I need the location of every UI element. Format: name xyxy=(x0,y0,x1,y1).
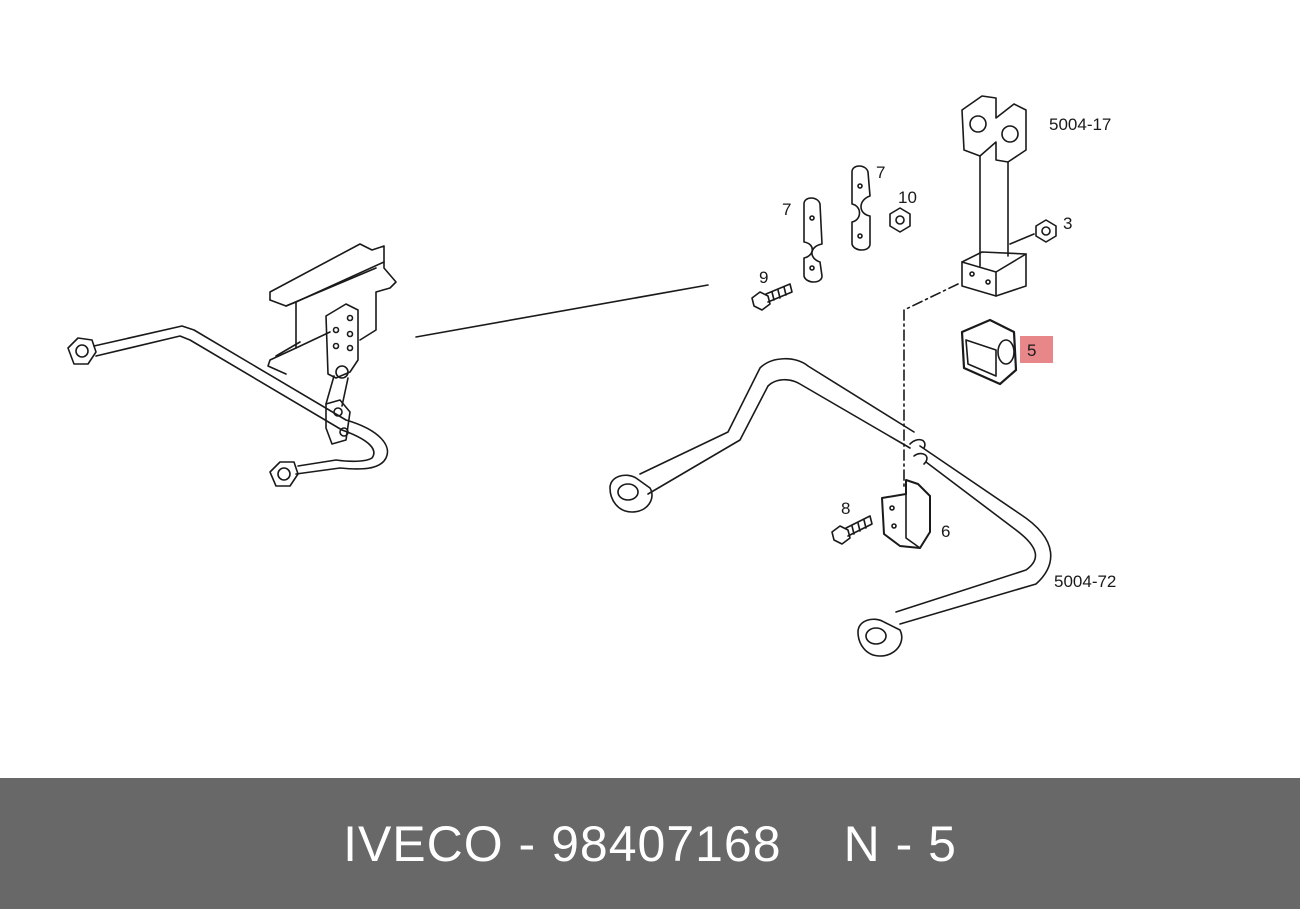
diagram-area: 5004-17 5004-72 3 5 6 7 7 8 9 10 xyxy=(67,95,1117,657)
bushing-5 xyxy=(960,318,1018,386)
left-stabilizer-assembly xyxy=(67,243,709,487)
plate-7-right xyxy=(851,165,871,251)
footer-bar: IVECO - 98407168 N - 5 xyxy=(0,778,1300,909)
callout-8: 8 xyxy=(841,499,850,518)
nut-10 xyxy=(889,207,911,233)
exploded-parts-diagram: 5004-17 5004-72 3 5 6 7 7 8 9 10 xyxy=(67,95,1116,657)
label-5004-72: 5004-72 xyxy=(1054,572,1116,591)
callout-3: 3 xyxy=(1063,214,1072,233)
callout-5: 5 xyxy=(1027,341,1036,360)
bar-break-mark xyxy=(909,438,928,465)
assembly-leader-line xyxy=(415,284,709,338)
footer-caption: IVECO - 98407168 N - 5 xyxy=(343,815,957,873)
nut-3 xyxy=(1009,219,1057,245)
bracket-to-clamp-leader xyxy=(903,283,959,491)
left-stabilizer-bar xyxy=(93,325,389,475)
callout-7-right: 7 xyxy=(876,163,885,182)
callout-5-highlight xyxy=(1020,336,1053,363)
right-bar-eye-lower xyxy=(857,618,903,657)
bolt-8 xyxy=(831,515,873,545)
bolt-9 xyxy=(751,283,793,311)
callout-10: 10 xyxy=(898,188,917,207)
part-number-text: IVECO - 98407168 xyxy=(343,815,782,872)
bracket-5004-17 xyxy=(961,95,1027,297)
right-bar-eye-left xyxy=(609,474,653,513)
callout-6: 6 xyxy=(941,522,950,541)
clamp-6 xyxy=(881,479,931,549)
right-stabilizer-assembly xyxy=(609,95,1057,657)
left-link-plate xyxy=(325,303,359,379)
left-drop-link xyxy=(325,365,351,445)
left-frame-bracket xyxy=(267,243,397,375)
callout-7-left: 7 xyxy=(782,200,791,219)
plate-7-left xyxy=(803,197,823,283)
left-bar-eye-lower xyxy=(269,461,299,487)
position-number-text: N - 5 xyxy=(843,815,957,872)
callout-9: 9 xyxy=(759,268,768,287)
stabilizer-bar-5004-72 xyxy=(639,357,1052,625)
left-bar-eye-upper xyxy=(67,337,97,365)
label-5004-17: 5004-17 xyxy=(1049,115,1111,134)
